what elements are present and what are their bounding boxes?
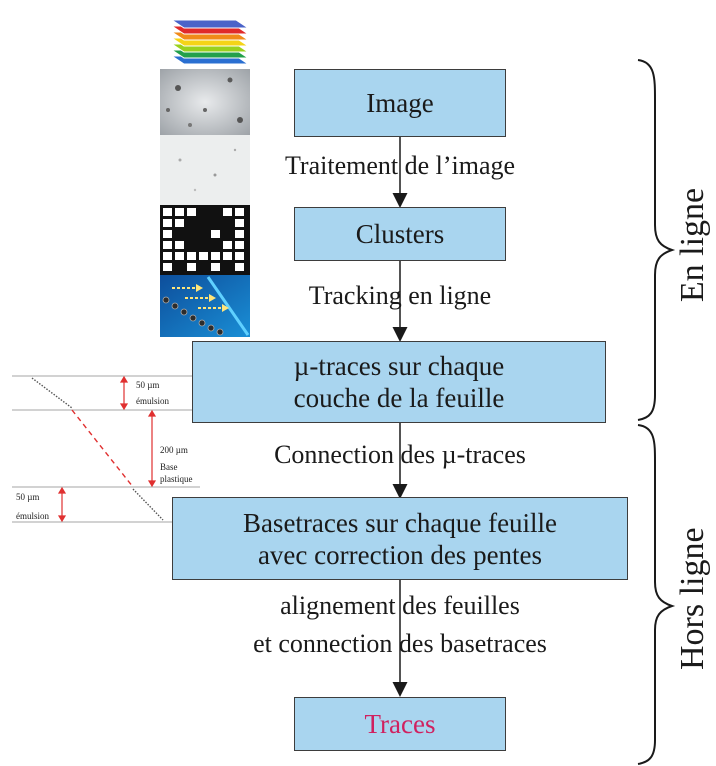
traces-box: Traces <box>294 697 506 751</box>
brace-online-icon <box>637 59 676 421</box>
image-box: Image <box>294 69 506 137</box>
base-label-line1: Base <box>160 462 178 472</box>
step-online-tracking: Tracking en ligne <box>256 280 544 312</box>
image-box-label: Image <box>366 88 434 118</box>
bottom-emulsion-label: émulsion <box>16 511 49 521</box>
braces <box>637 59 676 765</box>
step-online-tracking-text: Tracking en ligne <box>308 281 492 310</box>
step-alignment-line-2: et connection des basetraces <box>253 629 547 658</box>
base-thickness: 200 µm <box>160 445 188 455</box>
microtraces-line-2: couche de la feuille <box>293 383 505 413</box>
online-label: En ligne <box>674 187 711 303</box>
top-emulsion-thickness: 50 µm <box>136 380 160 390</box>
step-connection: Connection des µ-traces <box>200 439 600 471</box>
layers-stack-icon <box>160 15 250 71</box>
base-label-line2: plastique <box>160 474 193 484</box>
step-alignment-line-1: alignement des feuilles <box>280 591 520 620</box>
basetraces-line-1: Basetraces sur chaque feuille <box>242 507 558 538</box>
processed-image-thumbnail <box>160 135 250 205</box>
clusters-box: Clusters <box>294 207 506 261</box>
microtraces-box: µ-traces sur chaque couche de la feuille <box>192 341 606 423</box>
step-image-processing: Traitement de l’image <box>236 150 564 182</box>
basetraces-box: Basetraces sur chaque feuille avec corre… <box>172 497 628 580</box>
clusters-grid-thumbnail <box>160 205 250 275</box>
brace-offline-icon <box>637 424 676 765</box>
step-alignment: alignement des feuilles et connection de… <box>190 590 610 660</box>
tracking-thumbnail <box>160 275 250 337</box>
bottom-emulsion-thickness: 50 µm <box>16 492 40 502</box>
traces-box-label: Traces <box>364 709 436 739</box>
basetraces-line-2: avec correction des pentes <box>257 539 543 570</box>
top-emulsion-label: émulsion <box>136 396 169 406</box>
offline-label: Hors ligne <box>674 527 711 670</box>
emulsion-cross-section <box>12 375 200 523</box>
step-connection-text: Connection des µ-traces <box>274 440 526 469</box>
step-image-processing-text: Traitement de l’image <box>284 151 516 180</box>
clusters-box-label: Clusters <box>355 219 445 249</box>
raw-image-thumbnail <box>160 69 250 135</box>
microtraces-line-1: µ-traces sur chaque <box>293 351 505 381</box>
